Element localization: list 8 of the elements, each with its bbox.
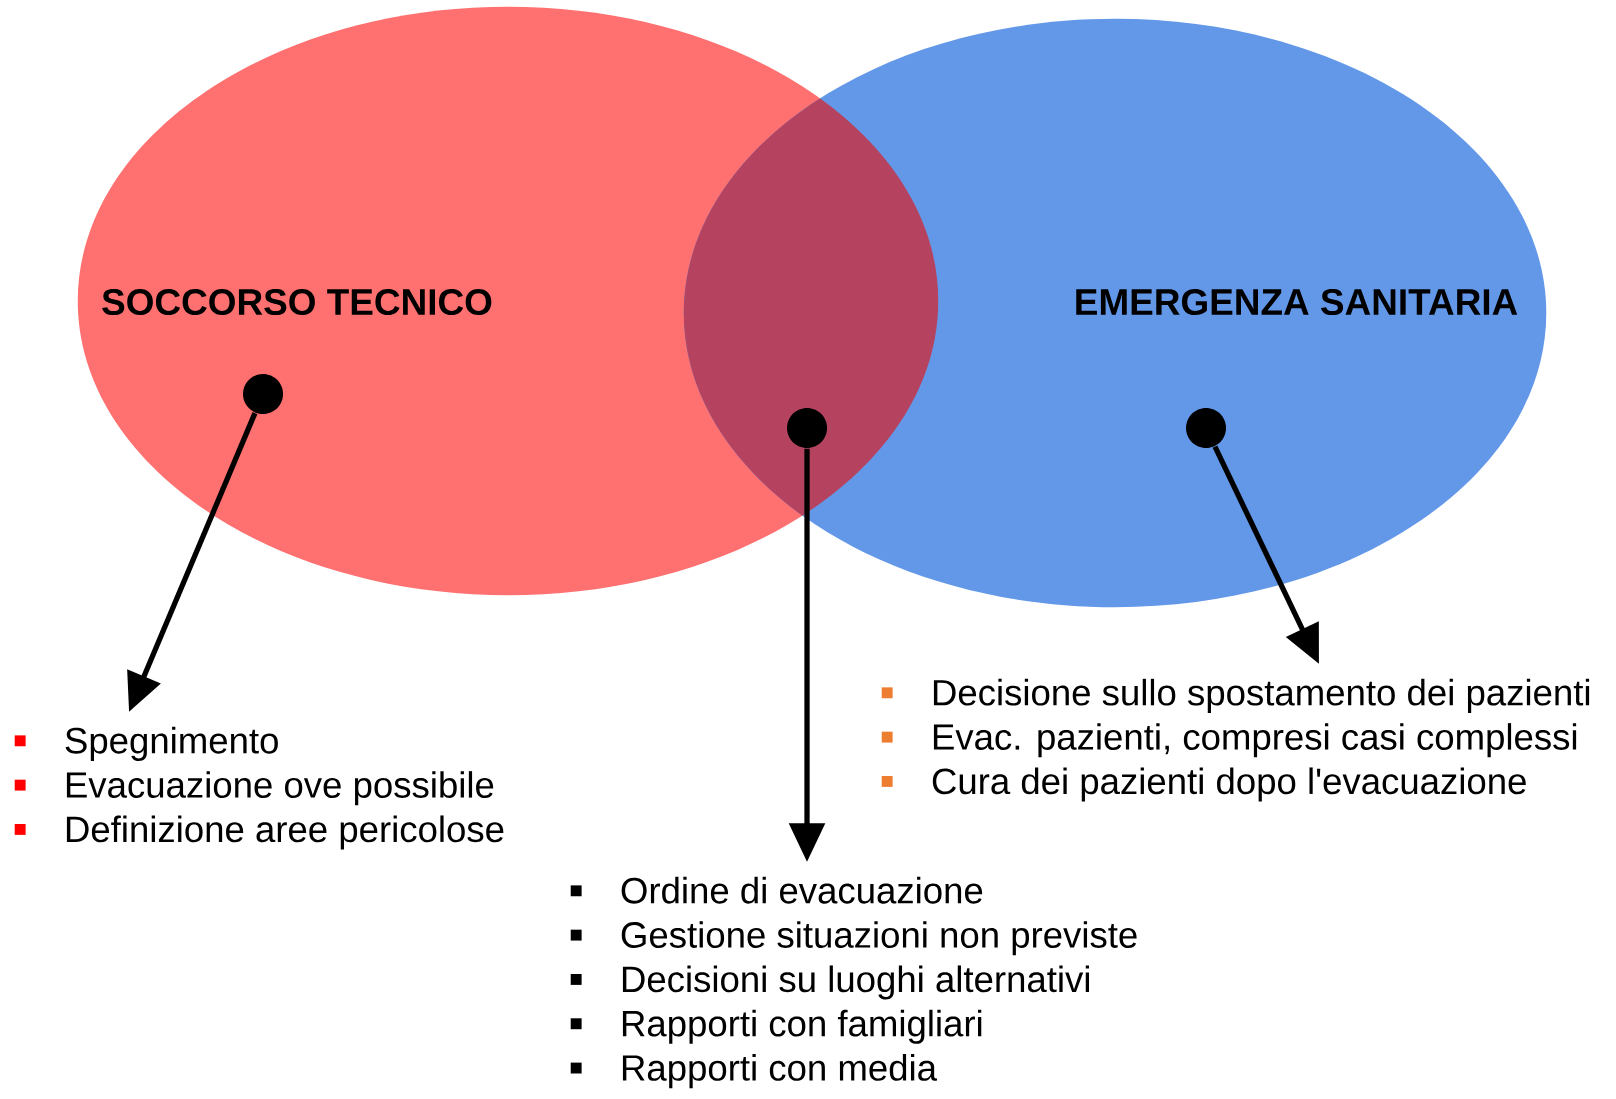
ellipse-title: EMERGENZA SANITARIA — [1076, 288, 1518, 316]
dot — [243, 374, 283, 415]
bullet-list: Spegnimento Evacuazione ove possibile Definizione aree pericolose — [14, 726, 504, 850]
ellipse-title: SOCCORSO TECNICO — [102, 288, 492, 316]
bullet-list: Ordine di evacuazione Gestione situazioni non previste Decisioni su luoghi alternativi Rapporti con famigliari Rapporti con media — [570, 876, 1137, 1089]
bullet-list: Decisione sullo spostamento dei pazienti Evac. pazienti, compresi casi complessi Cura dei pazienti dopo l'evacuazione — [881, 678, 1590, 802]
dot — [1186, 408, 1227, 449]
dot — [787, 408, 828, 449]
